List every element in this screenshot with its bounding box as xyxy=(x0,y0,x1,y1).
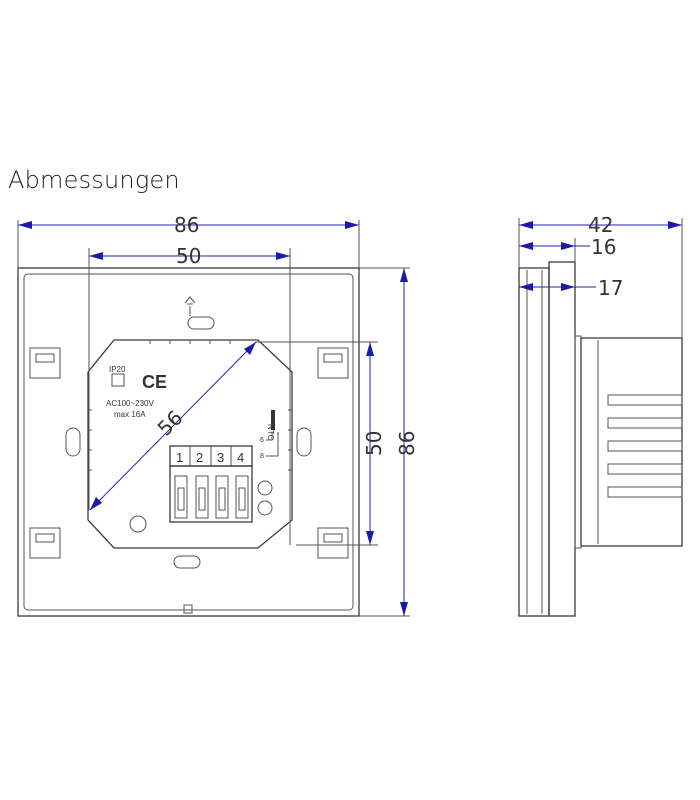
dim-side-lower: 17 xyxy=(598,276,623,300)
page-title: Abmessungen xyxy=(8,166,180,194)
side-front-plate xyxy=(518,267,550,617)
up-arrow-icon xyxy=(184,296,196,316)
dim-front-height: 86 xyxy=(395,431,419,456)
dim-diagonal: 56 xyxy=(153,406,188,441)
ntc-label: NTC xyxy=(266,424,275,441)
side-fins xyxy=(607,394,683,498)
right-screw-slot xyxy=(296,427,312,457)
right-upper-clip xyxy=(317,347,349,379)
mounting-hole xyxy=(129,515,147,533)
screw-lower xyxy=(257,500,273,516)
terminal-3: 3 xyxy=(217,450,224,465)
max-current-label: max 16A xyxy=(114,410,146,419)
side-mounting-frame xyxy=(548,261,576,617)
terminal-4: 4 xyxy=(237,450,244,465)
ntc-pin-8: 8 xyxy=(260,453,264,460)
terminal-2: 2 xyxy=(196,450,203,465)
ce-mark: CE xyxy=(142,372,167,392)
left-screw-slot xyxy=(65,427,81,457)
dim-side-upper: 16 xyxy=(591,235,616,259)
ntc-pin-6: 6 xyxy=(260,437,264,444)
dim-front-width: 86 xyxy=(174,213,199,237)
ntc-terminal-bar xyxy=(271,410,275,430)
dim-inner-width: 50 xyxy=(176,244,201,268)
voltage-label: AC100~230V xyxy=(106,399,154,408)
top-screw-slot xyxy=(187,316,215,330)
right-lower-clip xyxy=(317,527,349,559)
left-upper-clip xyxy=(29,347,61,379)
bottom-screw-slot xyxy=(173,555,201,569)
screw-upper xyxy=(257,480,273,496)
side-view: 42 16 17 xyxy=(518,213,683,617)
ip-rating-label: IP20 xyxy=(109,365,126,374)
terminal-1: 1 xyxy=(176,450,183,465)
dim-diagonal-line xyxy=(89,341,257,511)
dim-inner-height: 50 xyxy=(362,431,386,456)
front-outer-frame xyxy=(17,267,360,617)
terminal-block: 1 2 3 4 xyxy=(169,445,253,523)
front-inner-plate xyxy=(23,273,354,611)
front-view: IP20 CE AC100~230V max 16A NTC 6 8 1 2 3… xyxy=(17,213,419,617)
dim-side-depth: 42 xyxy=(588,213,613,237)
side-body xyxy=(580,337,683,547)
left-lower-clip xyxy=(29,527,61,559)
ip-rating-box xyxy=(111,373,125,387)
central-module xyxy=(87,339,293,549)
